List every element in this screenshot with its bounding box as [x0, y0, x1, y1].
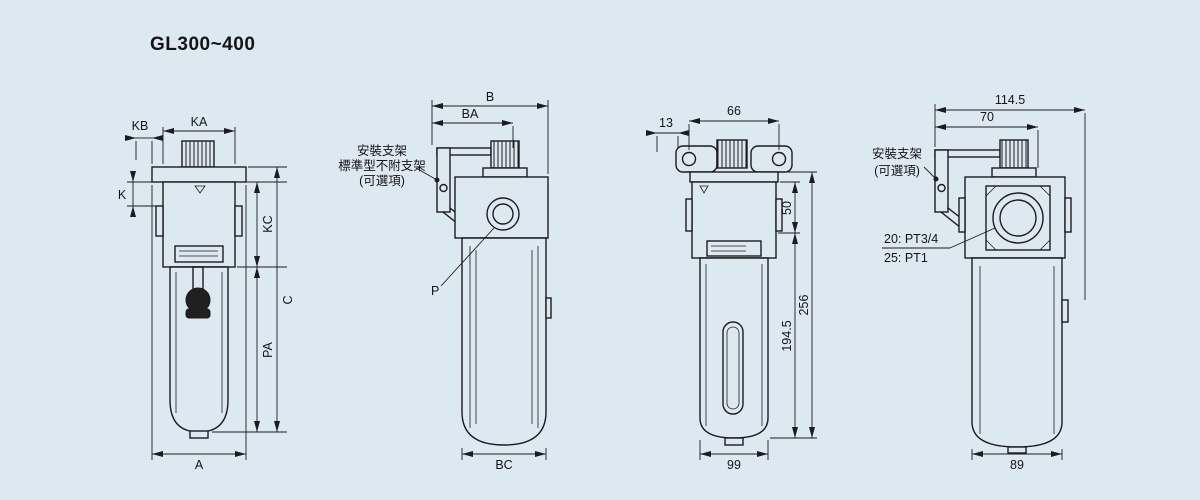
port-boss	[985, 185, 1051, 251]
bracket-note-line3: (可選項)	[359, 174, 405, 188]
view1-front: KA KB K KC PA C	[118, 115, 295, 472]
dim-50: 50	[780, 201, 794, 215]
bracket-note-line1: 安裝支架	[872, 146, 922, 161]
dim-bc: BC	[495, 458, 512, 472]
flow-mark-icon	[699, 185, 709, 194]
dim-b: B	[486, 90, 494, 104]
dim-13: 13	[659, 116, 673, 130]
bracket-hole	[937, 183, 946, 193]
dim-66: 66	[727, 104, 741, 118]
bracket-note-line1: 安裝支架	[357, 143, 407, 158]
bracket-note-line2: (可選項)	[874, 164, 920, 178]
top-flange	[689, 171, 779, 183]
view2-dimensions: B BA 安裝支架 標準型不附支架 (可選項) P BC	[338, 90, 549, 472]
leader-dot	[434, 177, 440, 183]
dim-c: C	[281, 295, 295, 304]
view4-side: 114.5 70 安裝支架 (可選項) 20: PT3/4 25: PT1 89	[872, 93, 1086, 472]
adjust-knob	[181, 140, 215, 168]
top-flange	[151, 166, 247, 183]
sight-window	[722, 321, 744, 415]
dim-pa: PA	[261, 341, 275, 357]
dim-ba: BA	[462, 107, 479, 121]
dim-70: 70	[980, 110, 994, 124]
dim-k: K	[118, 188, 127, 202]
view3-dimensions: 13 66 50 194.5 256 99	[646, 104, 817, 472]
side-tab-right	[775, 198, 783, 232]
mount-hole-right	[771, 151, 787, 167]
nameplate	[706, 240, 762, 257]
drain-nub	[189, 430, 209, 439]
bowl-latch	[1061, 299, 1069, 323]
port-note-line1: 20: PT3/4	[884, 232, 938, 246]
dim-p: P	[431, 284, 439, 298]
drip-dome	[185, 266, 211, 319]
collar	[482, 167, 528, 178]
port-note-line2: 25: PT1	[884, 251, 928, 265]
nameplate	[174, 245, 224, 263]
head-body	[454, 176, 549, 239]
bracket-note-line2: 標準型不附支架	[338, 158, 426, 173]
side-tab-left	[958, 197, 966, 233]
dim-194-5: 194.5	[780, 320, 794, 351]
adjust-knob	[999, 139, 1029, 169]
bowl-latch	[545, 297, 552, 319]
bowl	[461, 237, 547, 446]
side-tab-left	[155, 205, 164, 237]
dim-a: A	[195, 458, 204, 472]
dim-99: 99	[727, 458, 741, 472]
port-outer	[486, 197, 520, 231]
collar	[991, 167, 1037, 178]
dim-kc: KC	[261, 215, 275, 232]
port-inner	[492, 203, 514, 225]
dim-89: 89	[1010, 458, 1024, 472]
page-title: GL300~400	[150, 34, 255, 55]
side-tab-right	[1064, 197, 1072, 233]
side-tab-left	[685, 198, 693, 232]
port-inner	[999, 199, 1037, 237]
view4-dimensions: 114.5 70 安裝支架 (可選項) 20: PT3/4 25: PT1 89	[872, 93, 1086, 472]
side-tab-right	[234, 205, 243, 237]
mount-hole-left	[681, 151, 697, 167]
flow-mark-icon	[194, 185, 206, 194]
adjust-knob	[490, 140, 520, 169]
bracket-hole	[439, 183, 448, 193]
dim-256: 256	[797, 295, 811, 316]
drain-nub	[1007, 446, 1027, 454]
view3-front: 13 66 50 194.5 256 99	[646, 104, 817, 472]
adjust-knob	[716, 139, 748, 169]
bowl	[971, 257, 1063, 448]
view1-dimensions: KA KB K KC PA C	[118, 115, 295, 472]
port-outer	[992, 192, 1044, 244]
dim-kb: KB	[132, 119, 149, 133]
dim-114-5: 114.5	[995, 93, 1025, 107]
leader-dot	[933, 176, 939, 182]
view2-side: B BA 安裝支架 標準型不附支架 (可選項) P BC	[338, 90, 552, 472]
dim-ka: KA	[191, 115, 208, 129]
drain-nub	[724, 437, 744, 446]
